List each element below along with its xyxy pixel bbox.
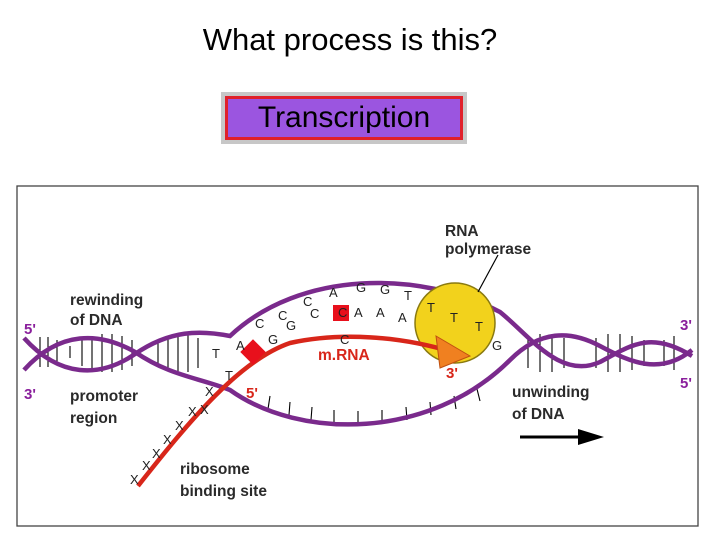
- template-base: C: [303, 294, 312, 309]
- dna-bottom-strand: [22, 333, 694, 427]
- ribosome-label-line1: ribosome: [180, 461, 250, 478]
- unwinding-label-line2: of DNA: [512, 406, 565, 423]
- end-label-top-left: 5': [24, 321, 36, 338]
- mrna-strand: [136, 334, 453, 488]
- promoter-base: X: [200, 402, 209, 417]
- template-base: G: [268, 332, 278, 347]
- rewinding-label-line1: rewinding: [70, 292, 143, 309]
- coding-base: T: [450, 310, 458, 325]
- mrna-arrow-icon: [435, 335, 472, 369]
- rna-polymerase-enzyme: [414, 282, 496, 364]
- template-base: A: [329, 285, 338, 300]
- mrna-label: m.RNA: [318, 347, 370, 364]
- template-base: G: [492, 338, 502, 353]
- red-square-marker: [333, 305, 349, 321]
- promoter-base: X: [130, 472, 139, 487]
- template-base: G: [286, 318, 296, 333]
- unwinding-label-line1: unwinding: [512, 384, 589, 401]
- promoter-bases: X X X X X X X X: [130, 384, 214, 487]
- coding-base: T: [475, 319, 483, 334]
- template-base: A: [236, 338, 245, 353]
- promoter-base: X: [175, 418, 184, 433]
- promoter-base: X: [142, 458, 151, 473]
- answer-text: Transcription: [257, 101, 431, 134]
- dna-top-strand: [22, 280, 694, 373]
- rewinding-label-line2: of DNA: [70, 312, 123, 329]
- coding-base: C: [340, 332, 349, 347]
- rna-polymerase-label-line1: RNA: [445, 223, 479, 240]
- promoter-base: X: [163, 432, 172, 447]
- coding-base: T: [404, 288, 412, 303]
- template-base: A: [376, 305, 385, 320]
- coding-base: G: [356, 280, 366, 295]
- coding-base: T: [427, 300, 435, 315]
- promoter-label-line2: region: [70, 410, 117, 427]
- coding-base: T: [225, 368, 233, 383]
- answer-box: Transcription: [221, 92, 467, 144]
- template-base: C: [255, 316, 264, 331]
- template-base: C: [278, 308, 287, 323]
- mrna-3-prime-label: 3': [446, 365, 458, 382]
- coding-bases: T T C C G G T T T T C: [212, 280, 483, 383]
- promoter-label-line1: promoter: [70, 388, 138, 405]
- mrna-5-prime-label: 5': [246, 385, 258, 402]
- coding-base: C: [338, 305, 347, 320]
- question-title: What process is this?: [202, 22, 498, 57]
- coding-base: G: [380, 282, 390, 297]
- direction-arrow-icon: [578, 429, 604, 445]
- template-base: A: [398, 310, 407, 325]
- template-bases: A C G G C C A A A A G: [236, 285, 502, 353]
- template-base: A: [354, 305, 363, 320]
- rna-polymerase-label-line2: polymerase: [445, 241, 532, 258]
- end-label-bottom-left: 3': [24, 386, 36, 403]
- end-label-bottom-right: 5': [680, 375, 692, 392]
- ribosome-label-line2: binding site: [180, 483, 267, 500]
- promoter-base: X: [188, 404, 197, 419]
- end-label-top-right: 3': [680, 317, 692, 334]
- polymerase-pointer-line: [477, 254, 499, 293]
- answer-highlight: Transcription: [225, 96, 463, 140]
- coding-base: C: [310, 306, 319, 321]
- promoter-base: X: [152, 446, 161, 461]
- coding-base: T: [212, 346, 220, 361]
- red-diamond-marker: [240, 339, 266, 365]
- promoter-base: X: [205, 384, 214, 399]
